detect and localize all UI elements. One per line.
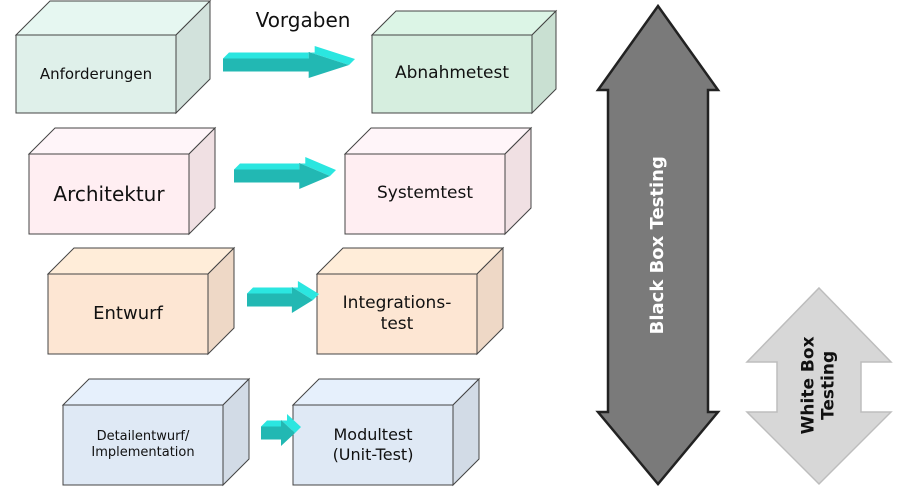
white-box-testing-label: White Box Testing xyxy=(769,330,869,440)
detailentwurf-box xyxy=(61,377,251,487)
black-box-testing-text: Black Box Testing xyxy=(646,155,668,335)
flow-arrow-2 xyxy=(234,157,336,189)
flow-arrow-3 xyxy=(247,281,319,313)
systemtest-box-top xyxy=(343,127,533,155)
flow-arrow-1 xyxy=(223,46,355,78)
modultest-box-side xyxy=(452,377,480,487)
anforderungen-box-front xyxy=(15,34,177,114)
systemtest-box-side xyxy=(504,126,532,236)
modultest-box xyxy=(291,377,481,487)
abnahmetest-box xyxy=(370,9,558,115)
abnahmetest-box-side xyxy=(531,9,557,115)
abnahmetest-box-front xyxy=(371,34,533,114)
white-box-testing-text: White Box Testing xyxy=(798,336,839,434)
modultest-box-label: Modultest (Unit-Test) xyxy=(332,425,414,464)
integrationstest-box xyxy=(315,246,505,356)
systemtest-box xyxy=(343,126,533,236)
detailentwurf-box-label: Detailentwurf/ Implementation xyxy=(91,428,195,460)
detailentwurf-box-top xyxy=(61,378,251,406)
abnahmetest-box-top xyxy=(370,10,558,36)
entwurf-box-top xyxy=(46,247,236,275)
flow-arrow-3-front xyxy=(247,287,313,313)
detailentwurf-box-front xyxy=(62,404,224,486)
flow-arrow-2-top xyxy=(234,157,336,176)
vorgaben-label: Vorgaben xyxy=(255,8,351,32)
entwurf-box-side xyxy=(207,246,235,356)
systemtest-box-front xyxy=(344,153,506,235)
flow-arrow-4 xyxy=(261,414,301,446)
entwurf-box xyxy=(46,246,236,356)
flow-arrow-3-top xyxy=(247,281,319,300)
systemtest-box-label: Systemtest xyxy=(376,183,474,204)
integrationstest-box-top xyxy=(315,247,505,275)
entwurf-box-label: Entwurf xyxy=(93,302,163,324)
abnahmetest-box-label: Abnahmetest xyxy=(394,63,510,84)
flow-arrow-1-top xyxy=(223,46,355,65)
flow-arrow-1-front xyxy=(223,52,349,78)
architektur-box xyxy=(27,126,217,236)
black-box-testing-label: Black Box Testing xyxy=(608,140,708,350)
black-box-testing-arrow xyxy=(595,3,721,486)
modultest-box-top xyxy=(291,378,481,406)
flow-arrow-2-front xyxy=(234,163,330,189)
white-box-testing-arrow xyxy=(745,286,893,486)
architektur-box-label: Architektur xyxy=(53,181,165,206)
integrationstest-box-label: Integrations- test xyxy=(342,292,452,334)
architektur-box-top xyxy=(27,127,217,155)
integrationstest-box-side xyxy=(476,246,504,356)
integrationstest-box-front xyxy=(316,273,478,355)
detailentwurf-box-side xyxy=(222,377,250,487)
flow-arrow-4-front xyxy=(261,420,295,446)
architektur-box-side xyxy=(188,126,216,236)
modultest-box-front xyxy=(292,404,454,486)
anforderungen-box xyxy=(14,0,212,115)
anforderungen-box-label: Anforderungen xyxy=(39,64,153,83)
anforderungen-box-side xyxy=(175,0,211,115)
